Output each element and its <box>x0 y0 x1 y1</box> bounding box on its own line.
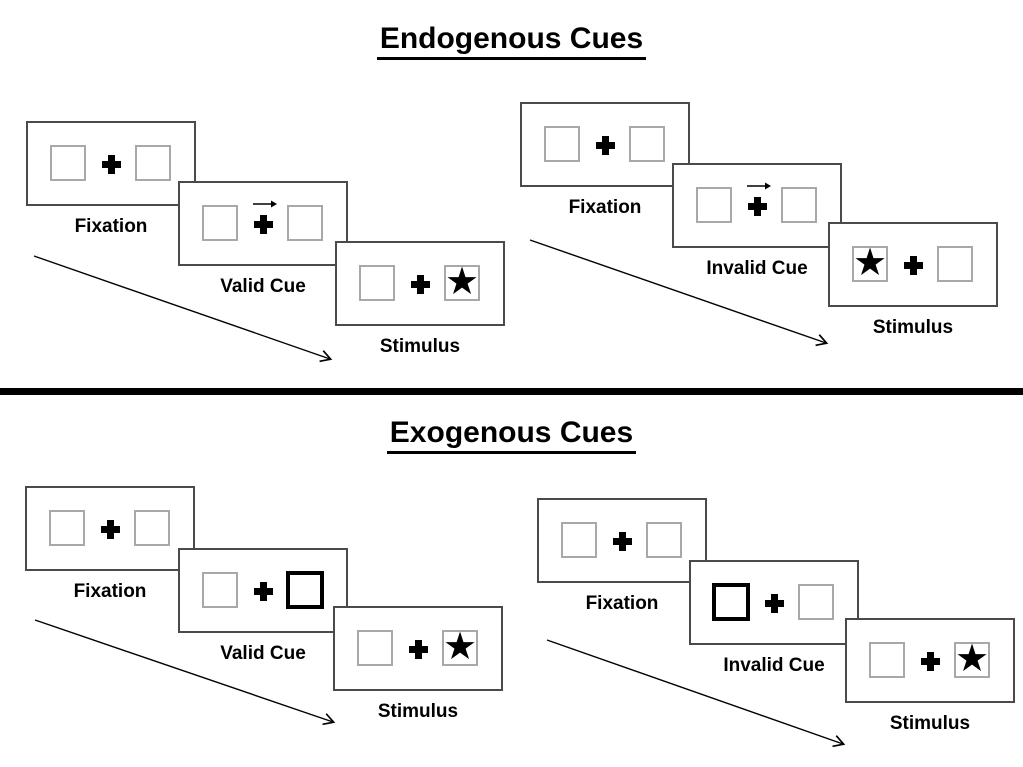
sequence-arrow <box>34 619 336 726</box>
left-placeholder-box <box>50 145 86 181</box>
right-placeholder-box <box>646 522 682 558</box>
exogenous-valid-cue-panel <box>178 548 348 633</box>
fixation-cross-icon <box>409 640 428 659</box>
section-title-text: Endogenous Cues <box>376 23 647 60</box>
sequence-arrow <box>546 639 846 748</box>
left-target-box: ★ <box>852 242 888 284</box>
left-cue-highlight-box <box>712 583 750 621</box>
frame-label-stimulus: Stimulus <box>377 701 459 722</box>
fixation-cross-icon <box>411 275 430 294</box>
section-title-text: Exogenous Cues <box>386 417 637 454</box>
section-divider <box>0 388 1023 395</box>
frame-label-valid-cue: Valid Cue <box>220 643 306 664</box>
left-placeholder-box <box>202 205 238 241</box>
right-placeholder-box <box>937 246 973 282</box>
right-target-box: ★ <box>442 626 478 668</box>
left-placeholder-box <box>49 510 85 546</box>
left-placeholder-box <box>359 265 395 301</box>
frame-label-fixation: Fixation <box>568 197 642 218</box>
exogenous-valid-stimulus-panel: ★ <box>333 606 503 691</box>
sequence-arrow <box>529 239 829 347</box>
exogenous-invalid-fixation-panel <box>537 498 707 583</box>
fixation-cross-icon <box>765 594 784 613</box>
fixation-cross-icon <box>254 215 273 234</box>
right-placeholder-box <box>134 510 170 546</box>
cue-arrow-right-icon <box>747 182 771 190</box>
fixation-cross-icon <box>596 136 615 155</box>
left-placeholder-box <box>561 522 597 558</box>
fixation-cross-icon <box>254 582 273 601</box>
right-placeholder-box <box>629 126 665 162</box>
exogenous-invalid-cue-panel <box>689 560 859 645</box>
frame-label-stimulus: Stimulus <box>379 336 461 357</box>
endogenous-invalid-cue-panel <box>672 163 842 248</box>
star-icon: ★ <box>442 626 478 668</box>
fixation-cross-icon <box>904 256 923 275</box>
exogenous-invalid-stimulus-panel: ★ <box>845 618 1015 703</box>
left-placeholder-box <box>357 630 393 666</box>
right-placeholder-box <box>781 187 817 223</box>
fixation-cross-icon <box>102 155 121 174</box>
star-icon: ★ <box>954 638 990 680</box>
right-cue-highlight-box <box>286 571 324 609</box>
endogenous-invalid-stimulus-panel: ★ <box>828 222 998 307</box>
right-placeholder-box <box>798 584 834 620</box>
frame-label-fixation: Fixation <box>73 581 147 602</box>
star-icon: ★ <box>444 261 480 303</box>
endogenous-valid-stimulus-panel: ★ <box>335 241 505 326</box>
endogenous-valid-fixation-panel <box>26 121 196 206</box>
fixation-cross-icon <box>921 652 940 671</box>
frame-label-invalid-cue: Invalid Cue <box>706 258 808 279</box>
frame-label-valid-cue: Valid Cue <box>220 276 306 297</box>
left-placeholder-box <box>544 126 580 162</box>
right-target-box: ★ <box>954 638 990 680</box>
left-placeholder-box <box>202 572 238 608</box>
endogenous-valid-cue-panel <box>178 181 348 266</box>
frame-label-fixation: Fixation <box>585 593 659 614</box>
fixation-cross-icon <box>101 520 120 539</box>
frame-label-fixation: Fixation <box>74 216 148 237</box>
exogenous-valid-fixation-panel <box>25 486 195 571</box>
left-placeholder-box <box>696 187 732 223</box>
section-title-endogenous: Endogenous Cues <box>0 23 1023 60</box>
sequence-arrow <box>33 255 333 363</box>
right-placeholder-box <box>135 145 171 181</box>
frame-label-invalid-cue: Invalid Cue <box>723 655 825 676</box>
frame-label-stimulus: Stimulus <box>872 317 954 338</box>
right-target-box: ★ <box>444 261 480 303</box>
fixation-cross-icon <box>613 532 632 551</box>
fixation-cross-icon <box>748 197 767 216</box>
left-placeholder-box <box>869 642 905 678</box>
endogenous-invalid-fixation-panel <box>520 102 690 187</box>
cue-arrow-right-icon <box>253 200 277 208</box>
section-title-exogenous: Exogenous Cues <box>0 417 1023 454</box>
frame-label-stimulus: Stimulus <box>889 713 971 734</box>
star-icon: ★ <box>852 242 888 284</box>
right-placeholder-box <box>287 205 323 241</box>
